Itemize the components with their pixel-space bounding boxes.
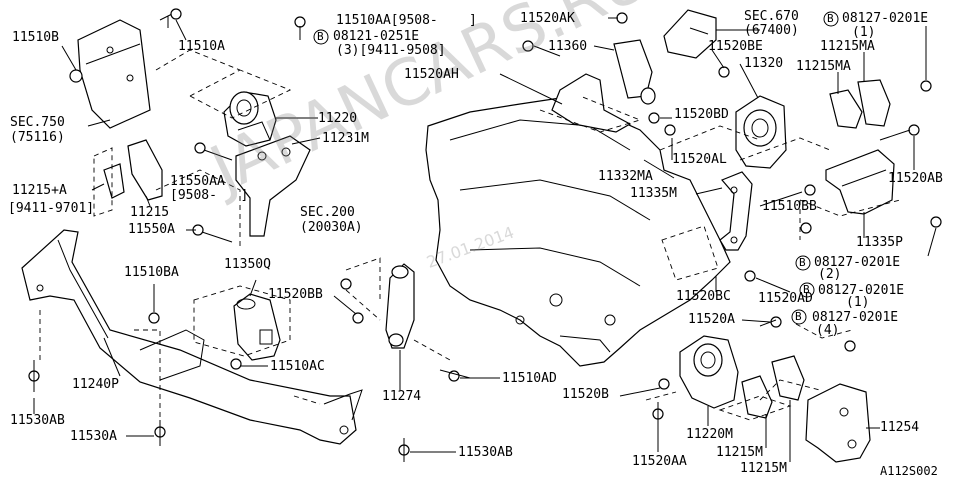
label-11215MA-1: 11215MA xyxy=(820,39,875,54)
label-11215MA-2: 11215MA xyxy=(796,59,851,74)
pad-11215MA xyxy=(829,79,891,129)
label-11254: 11254 xyxy=(880,420,920,435)
crossmember-11240P xyxy=(21,229,363,445)
rod-11274 xyxy=(385,263,415,349)
figure-code: A112S002 xyxy=(880,464,938,478)
label-11320: 11320 xyxy=(744,56,784,71)
label-11550A: 11550A xyxy=(128,222,175,237)
label-11530A: 11530A xyxy=(70,429,117,444)
label-08121-0251E: 08121-0251E xyxy=(333,29,420,44)
label-11510AA: 11510AA[9508- ] xyxy=(336,13,477,28)
label-11510AC: 11510AC xyxy=(270,359,325,374)
label-11550AA: 11550AA xyxy=(170,174,225,189)
label-11215A-date: [9411-9701] xyxy=(8,201,95,216)
label-11520B: 11520B xyxy=(562,387,609,402)
label-11332MA: 11332MA xyxy=(598,169,653,184)
circle-markers xyxy=(313,11,839,325)
bracket-11360 xyxy=(551,39,656,133)
label-11220M: 11220M xyxy=(686,427,733,442)
label-sec670: SEC.670 xyxy=(744,9,799,24)
circle-b-marker: B xyxy=(317,30,324,43)
link-11215 xyxy=(103,139,163,201)
assembly-guides xyxy=(39,49,901,421)
label-11350Q: 11350Q xyxy=(224,257,271,272)
bracket-11254 xyxy=(805,383,871,463)
label-11215M-1: 11215M xyxy=(716,445,763,460)
label-08127-qty-1: (1) xyxy=(852,25,876,40)
label-11520AL: 11520AL xyxy=(672,152,727,167)
label-sec200-ref: (20030A) xyxy=(300,220,363,235)
bracket-11335M xyxy=(719,171,753,251)
bracket-11231M xyxy=(235,135,311,237)
label-08127-qty-4: (4) xyxy=(816,323,840,338)
label-11520AB: 11520AB xyxy=(888,171,943,186)
label-sec750: SEC.750 xyxy=(10,115,65,130)
insulator-11320 xyxy=(735,95,787,169)
label-11520BC: 11520BC xyxy=(676,289,731,304)
label-08127-0201E-3: 08127-0201E xyxy=(818,283,905,298)
pad-11215M xyxy=(741,355,805,419)
label-08127-qty-2: (2) xyxy=(818,267,842,282)
label-11220: 11220 xyxy=(318,111,358,126)
label-sec670-ref: (67400) xyxy=(744,23,799,38)
label-11510A: 11510A xyxy=(178,39,225,54)
label-11510BA: 11510BA xyxy=(124,265,179,280)
label-11335P: 11335P xyxy=(856,235,903,250)
label-sec200: SEC.200 xyxy=(300,205,355,220)
label-11274: 11274 xyxy=(382,389,422,404)
circle-b-marker: B xyxy=(799,256,806,269)
label-11215: 11215 xyxy=(130,205,170,220)
circle-b-marker: B xyxy=(827,12,834,25)
label-11520AH: 11520AH xyxy=(404,67,459,82)
circle-b-marker: B xyxy=(795,310,802,323)
label-11360: 11360 xyxy=(548,39,588,54)
label-11215A: 11215+A xyxy=(12,183,67,198)
label-08121-qty: (3)[9411-9508] xyxy=(336,43,446,58)
label-11510B: 11510B xyxy=(12,30,59,45)
label-11530AB: 11530AB xyxy=(10,413,65,428)
label-11520BD: 11520BD xyxy=(674,107,729,122)
label-11215M-2: 11215M xyxy=(740,461,787,476)
label-08127-0201E-4: 08127-0201E xyxy=(812,310,899,325)
insulator-11350Q xyxy=(233,293,281,361)
label-sec750-ref: (75116) xyxy=(10,130,65,145)
label-11550AA-date: [9508- ] xyxy=(170,188,249,203)
engine-block xyxy=(425,97,731,367)
label-11520AD: 11520AD xyxy=(758,291,813,306)
label-08127-qty-3: (1) xyxy=(846,295,870,310)
label-08127-0201E-1: 08127-0201E xyxy=(842,11,929,26)
insulator-11220M xyxy=(679,335,739,409)
circle-b-marker: B xyxy=(803,283,810,296)
label-11520AA: 11520AA xyxy=(632,454,687,469)
label-11510BB: 11510BB xyxy=(762,199,817,214)
insulator-11220 xyxy=(223,91,277,147)
bracket-sec670 xyxy=(663,9,717,59)
bracket-11510B xyxy=(69,11,177,129)
label-11520AK: 11520AK xyxy=(520,11,575,26)
label-11335M: 11335M xyxy=(630,186,677,201)
label-11530AB-2: 11530AB xyxy=(458,445,513,460)
bracket-11335P xyxy=(825,149,895,215)
label-11240P: 11240P xyxy=(72,377,119,392)
label-11520A: 11520A xyxy=(688,312,735,327)
label-08127-0201E-2: 08127-0201E xyxy=(814,255,901,270)
leader-lines xyxy=(33,17,937,462)
label-11520BE: 11520BE xyxy=(708,39,763,54)
label-11231M: 11231M xyxy=(322,131,369,146)
label-11520BB: 11520BB xyxy=(268,287,323,302)
label-11510AD: 11510AD xyxy=(502,371,557,386)
